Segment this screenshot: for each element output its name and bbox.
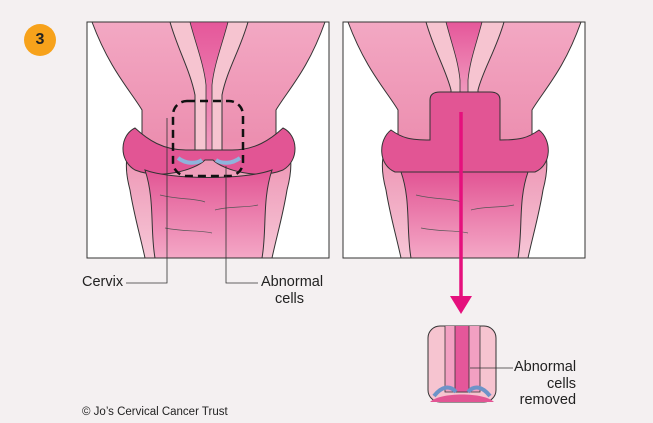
abnormal-cells-label: Abnormal cells — [261, 274, 323, 307]
cervix-label: Cervix — [82, 274, 123, 291]
left-panel — [87, 22, 329, 283]
abnormal-cells-label-line1: Abnormal — [261, 274, 323, 291]
step-number-badge: 3 — [24, 24, 56, 56]
removed-cells-label-line2: cells — [514, 376, 576, 393]
copyright-notice: © Jo’s Cervical Cancer Trust — [82, 406, 228, 418]
removed-cells-label-line3: removed — [514, 392, 576, 409]
removed-cells-label-line1: Abnormal — [514, 359, 576, 376]
removed-cells-label: Abnormal cells removed — [514, 359, 576, 409]
abnormal-cells-label-line2: cells — [261, 291, 323, 308]
